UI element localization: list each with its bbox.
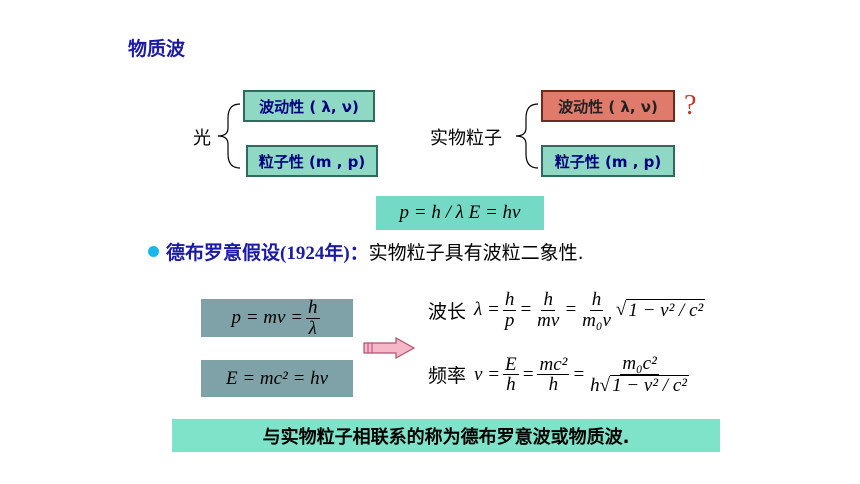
matter-label: 实物粒子 xyxy=(430,128,502,149)
hypothesis-year: (1924年)： xyxy=(280,243,369,264)
momentum-formula: p = mv = h λ xyxy=(201,297,353,338)
matter-particle-box: 粒子性 (m , p) xyxy=(541,145,675,177)
page-title: 物质波 xyxy=(128,38,186,60)
hypothesis-line: 德布罗意假设(1924年)：实物粒子具有波粒二象性. xyxy=(166,238,584,265)
light-particle-box: 粒子性 (m , p) xyxy=(246,145,378,177)
light-label: 光 xyxy=(193,128,211,149)
matter-brace xyxy=(515,103,539,169)
hypothesis-text: 实物粒子具有波粒二象性. xyxy=(368,242,584,264)
question-mark: ? xyxy=(684,90,697,121)
hypothesis-name: 德布罗意假设 xyxy=(166,242,281,264)
matter-wave-box: 波动性 ( λ, ν) xyxy=(541,90,675,122)
light-wave-box: 波动性 ( λ, ν) xyxy=(243,90,375,122)
conclusion-box: 与实物粒子相联系的称为德布罗意波或物质波. xyxy=(172,419,720,452)
relation-formula: p = h / λ E = hν xyxy=(376,196,544,230)
light-brace xyxy=(217,103,241,169)
bullet-icon xyxy=(148,246,159,257)
right-arrow-icon xyxy=(363,336,416,360)
energy-formula: E = mc² = hν xyxy=(201,360,353,397)
